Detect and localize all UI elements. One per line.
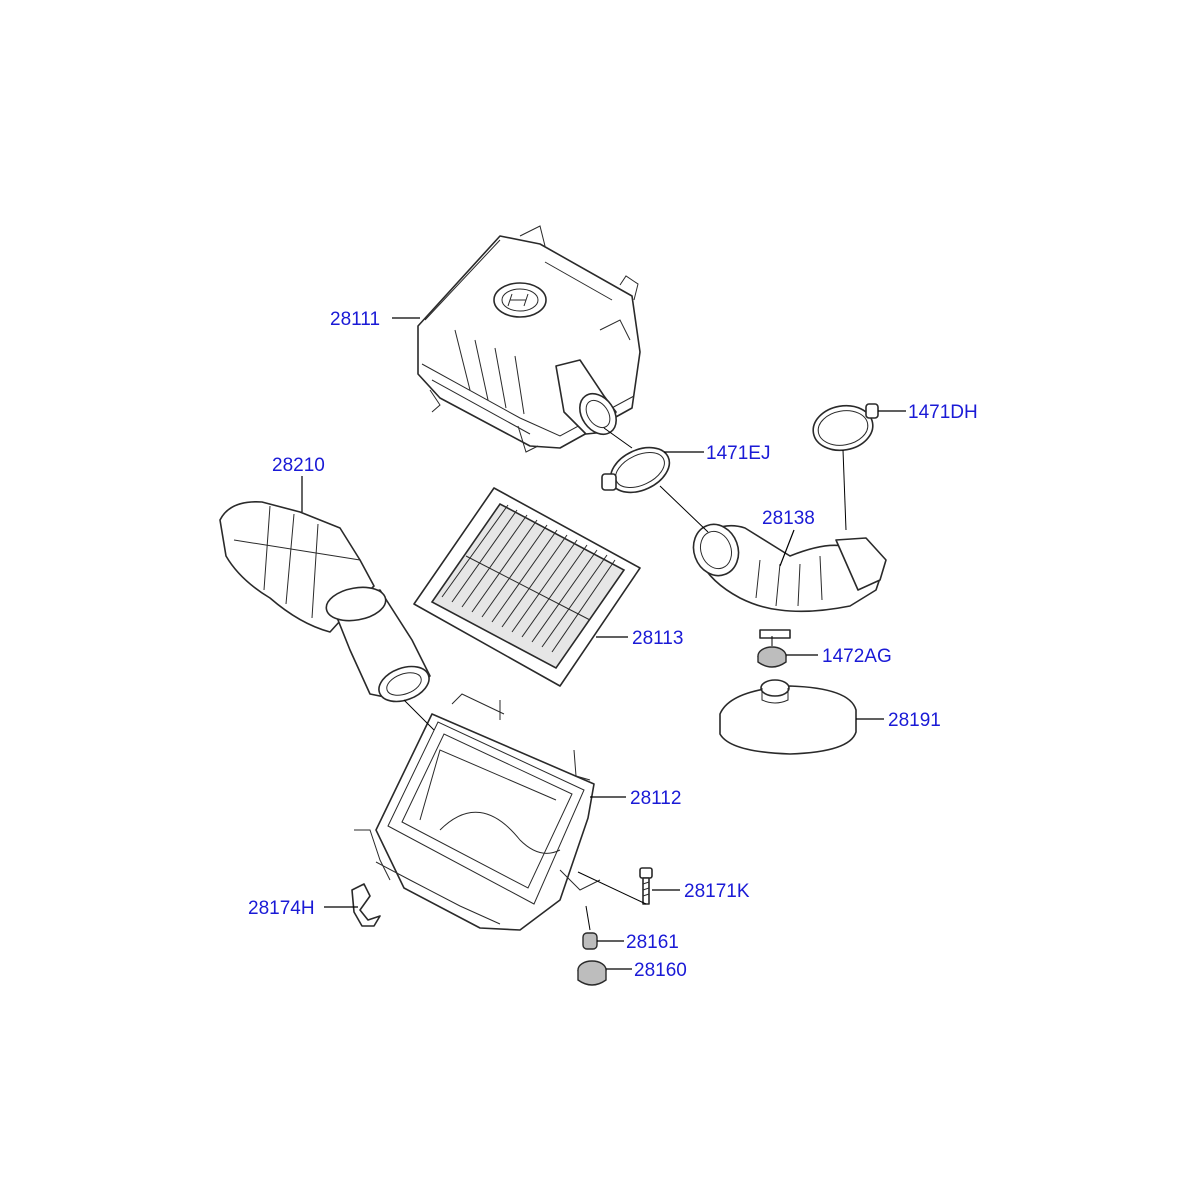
insulator-28161 [582,932,598,950]
clip-28174h [351,883,381,927]
label-1472ag[interactable]: 1472AG [822,646,892,667]
label-28138[interactable]: 28138 [762,508,815,529]
label-28160[interactable]: 28160 [634,960,687,981]
air-cleaner-body-28112 [354,693,601,931]
label-28112[interactable]: 28112 [630,788,681,809]
resonator-28191 [719,679,857,755]
grommet-28160 [577,960,607,986]
leader-lines [301,317,906,970]
hose-clamp-1471ej [601,446,671,494]
assembly-lines [403,427,847,931]
grommet-1472ag [757,646,787,668]
part-labels: 28111 1471DH 1471EJ 28210 28138 28113 14… [248,309,978,981]
intake-duct-28210 [219,501,431,703]
label-28113[interactable]: 28113 [632,628,683,649]
label-1471dh[interactable]: 1471DH [908,402,978,423]
label-28171k[interactable]: 28171K [684,881,750,902]
bolt-28171k [639,867,653,905]
label-28111[interactable]: 28111 [330,309,380,330]
label-28210[interactable]: 28210 [272,455,325,476]
filter-pleats [441,504,616,653]
air-intake-hose-28138 [692,523,887,639]
label-28174h[interactable]: 28174H [248,898,315,919]
label-28161[interactable]: 28161 [626,932,679,953]
hose-clamp-1471dh [812,403,879,452]
air-cleaner-cover [417,225,641,453]
label-28191[interactable]: 28191 [888,710,941,731]
label-1471ej[interactable]: 1471EJ [706,443,770,464]
filter-element-28113 [413,487,641,687]
